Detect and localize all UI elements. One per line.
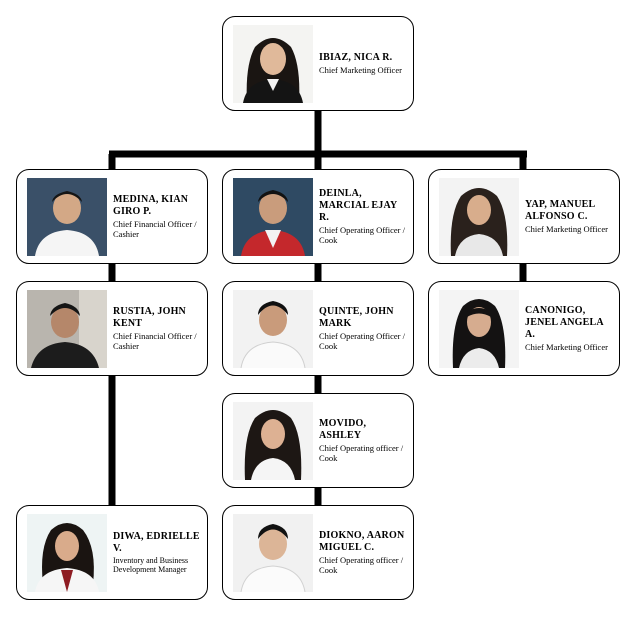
member-role: Chief Marketing Officer bbox=[525, 224, 608, 234]
member-role: Inventory and Business Development Manag… bbox=[113, 555, 189, 575]
member-card-yap: YAP, MANUEL ALFONSO C. Chief Marketing O… bbox=[428, 169, 620, 264]
member-photo bbox=[233, 178, 313, 256]
member-card-quinte: QUINTE, JOHN MARK Chief Operating Office… bbox=[222, 281, 414, 376]
member-role: Chief Operating officer / Cook bbox=[319, 443, 404, 463]
member-photo bbox=[233, 402, 313, 480]
member-card-canonigo: CANONIGO, JENEL ANGELA A. Chief Marketin… bbox=[428, 281, 620, 376]
member-role: Chief Financial Officer / Cashier bbox=[113, 331, 197, 351]
member-card-movido: MOVIDO, ASHLEY Chief Operating officer /… bbox=[222, 393, 414, 488]
member-name: RUSTIA, JOHN KENT bbox=[113, 306, 186, 329]
member-card-diwa: DIWA, EDRIELLE V. Inventory and Business… bbox=[16, 505, 208, 600]
member-name: QUINTE, JOHN MARK bbox=[319, 306, 394, 329]
member-photo bbox=[439, 290, 519, 368]
member-card-diokno: DIOKNO, AARON MIGUEL C. Chief Operating … bbox=[222, 505, 414, 600]
member-photo bbox=[233, 514, 313, 592]
member-role: Chief Operating Officer / Cook bbox=[319, 331, 405, 351]
member-role: Chief Marketing Officer bbox=[525, 342, 608, 352]
member-photo bbox=[233, 290, 313, 368]
member-card-deinla: DEINLA, MARCIAL EJAY R. Chief Operating … bbox=[222, 169, 414, 264]
member-name: DIOKNO, AARON MIGUEL C. bbox=[319, 530, 405, 553]
member-photo bbox=[233, 25, 313, 103]
member-name: DEINLA, MARCIAL EJAY R. bbox=[319, 188, 398, 223]
member-photo bbox=[27, 178, 107, 256]
member-name: YAP, MANUEL ALFONSO C. bbox=[525, 199, 595, 222]
member-name: DIWA, EDRIELLE V. bbox=[113, 530, 200, 554]
member-role: Chief Financial Officer / Cashier bbox=[113, 219, 197, 239]
member-name: MOVIDO, ASHLEY bbox=[319, 418, 367, 441]
member-role: Chief Marketing Officer bbox=[319, 65, 402, 75]
member-role: Chief Operating Officer / Cook bbox=[319, 225, 405, 245]
member-card-rustia: RUSTIA, JOHN KENT Chief Financial Office… bbox=[16, 281, 208, 376]
member-photo bbox=[27, 514, 107, 592]
member-photo bbox=[439, 178, 519, 256]
member-card-medina: MEDINA, KIAN GIRO P. Chief Financial Off… bbox=[16, 169, 208, 264]
member-name: CANONIGO, JENEL ANGELA A. bbox=[525, 305, 604, 340]
member-card-ibiaz: IBIAZ, NICA R. Chief Marketing Officer bbox=[222, 16, 414, 111]
member-photo bbox=[27, 290, 107, 368]
member-name: IBIAZ, NICA R. bbox=[319, 52, 393, 63]
member-name: MEDINA, KIAN GIRO P. bbox=[113, 194, 189, 217]
member-role: Chief Operating officer / Cook bbox=[319, 555, 404, 575]
